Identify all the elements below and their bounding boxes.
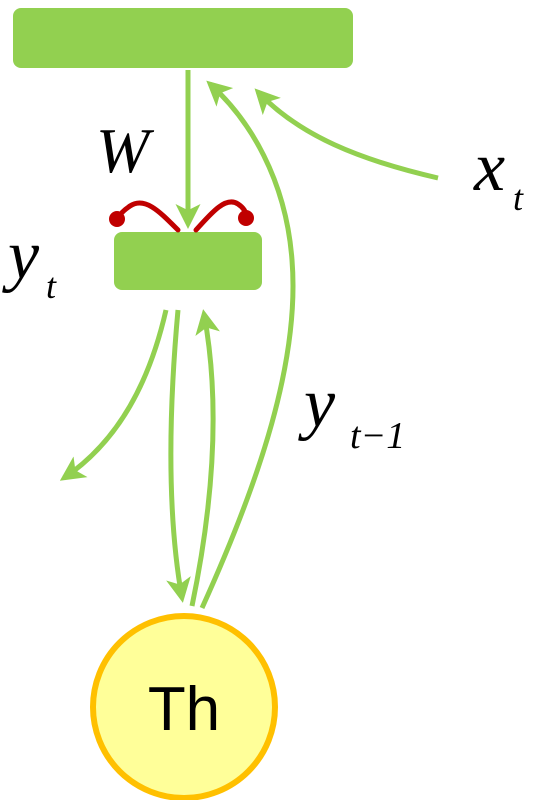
prev-output-label: y: [298, 365, 336, 442]
output-arrow: [59, 309, 169, 481]
output-label-subscript: t: [46, 266, 57, 306]
synapse-right-dot: [238, 210, 254, 226]
input-arrow: [254, 88, 439, 181]
prev-output-label-subscript: t−1: [350, 415, 405, 457]
synapse-connectors: [109, 199, 254, 233]
input-layer-bar: [13, 8, 353, 68]
thalamus-label: Th: [148, 675, 220, 744]
thalamus-node: [90, 613, 278, 800]
thalamus-to-neuron-arrow: [189, 309, 220, 607]
feedback-arrow: [199, 80, 296, 610]
output-label: y: [2, 217, 40, 294]
input-label-subscript: t: [513, 178, 524, 218]
output-neuron-block: [114, 232, 262, 290]
neuron-to-thalamus-arrow: [166, 309, 191, 603]
weight-label: W: [96, 115, 155, 186]
synapse-left: [115, 200, 181, 233]
input-label: x: [473, 129, 505, 206]
synapse-left-dot: [109, 211, 125, 227]
